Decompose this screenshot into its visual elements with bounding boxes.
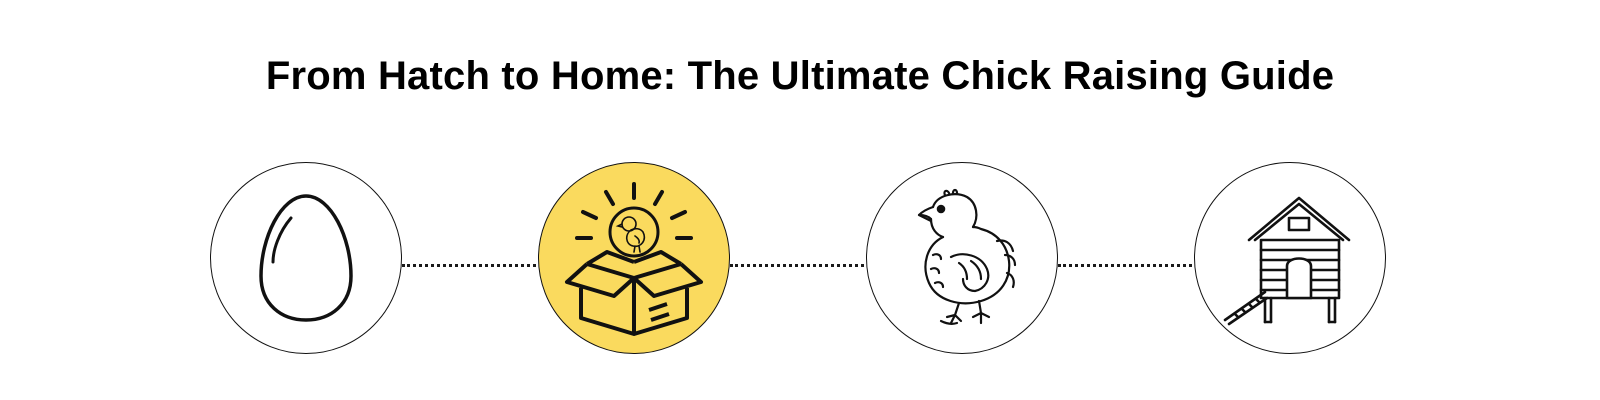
chicken-coop-icon <box>1223 196 1351 326</box>
step-chick <box>866 162 1058 354</box>
step-egg <box>210 162 402 354</box>
egg-icon <box>259 194 353 322</box>
dotted-connector <box>402 264 536 267</box>
chick-icon <box>917 188 1017 325</box>
page-title: From Hatch to Home: The Ultimate Chick R… <box>265 54 1335 98</box>
dotted-connector <box>1058 264 1192 267</box>
sun-rays <box>575 182 693 240</box>
dotted-connector <box>730 264 864 267</box>
step-chick-box <box>538 162 730 354</box>
step-chicken-coop <box>1194 162 1386 354</box>
chick-box-icon <box>565 182 703 336</box>
